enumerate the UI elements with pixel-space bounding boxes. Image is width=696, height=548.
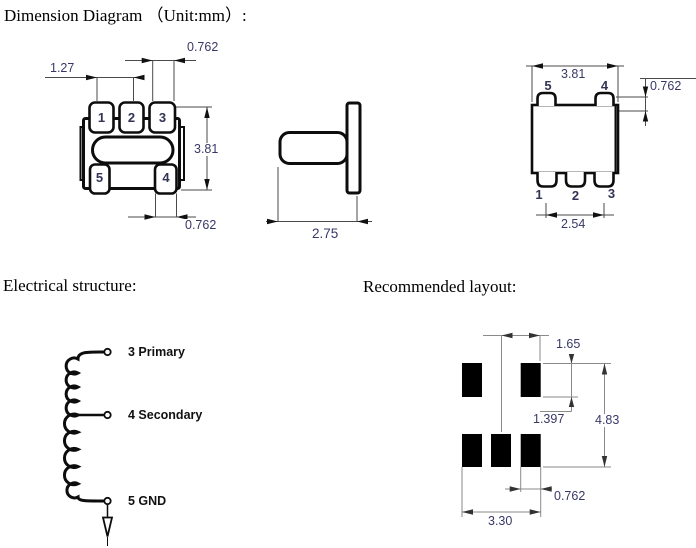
layout-pad-top-right: [520, 363, 541, 397]
pin3-bump: [593, 172, 615, 188]
tap-label-secondary: 4 Secondary: [128, 408, 203, 422]
tap-label-primary: 3 Primary: [128, 345, 185, 359]
bottom-view-pin-5: 5: [544, 78, 552, 93]
side-flange: [345, 101, 362, 195]
pin-number-1: 1: [97, 110, 106, 125]
tap-label-gnd: 5 GND: [128, 494, 167, 508]
dim-bottom-view-width: 3.81: [560, 67, 587, 81]
pin5-pad: [88, 163, 111, 195]
bottom-view-pin-1: 1: [535, 187, 543, 202]
layout-drawing: [461, 332, 611, 517]
layout-pad-top-left: [462, 363, 482, 397]
bottom-view-body: [530, 103, 620, 175]
layout-dimension-lines: [461, 332, 611, 517]
side-view-drawing: [266, 101, 372, 225]
dim-width-2_75: 2.75: [311, 226, 340, 241]
pin3-pad: [148, 101, 177, 134]
tap-terminal-primary: [103, 347, 112, 357]
bottom-view-dimension-lines: [526, 63, 696, 218]
pin4-bump: [594, 91, 615, 106]
tap-terminal-gnd: [103, 496, 112, 506]
electrical-structure-heading: Electrical structure:: [3, 276, 137, 295]
dim-layout-1_65: 1.65: [555, 337, 582, 351]
pin-number-4: 4: [162, 170, 170, 185]
top-view-drawing: [45, 57, 212, 220]
gnd-arrow: [101, 516, 114, 537]
pin4-pad: [153, 163, 178, 195]
pin-number-5: 5: [95, 170, 104, 185]
side-view-dimension-lines: [266, 167, 372, 225]
dim-pin-width-bottom: 0.762: [184, 218, 218, 232]
coil-winding: [63, 350, 105, 503]
dim-height-3_81: 3.81: [193, 142, 220, 156]
dim-pitch-1_27: 1.27: [49, 61, 76, 75]
dim-pin-width-top: 0.762: [186, 40, 220, 54]
dim-layout-0_762: 0.762: [553, 489, 587, 503]
bottom-view-pin-4: 4: [600, 78, 609, 93]
dim-bottom-view-pin-height: 0.762: [649, 79, 683, 93]
layout-pad-bottom-right: [520, 434, 541, 467]
pin1-bump: [536, 172, 558, 188]
layout-pad-bottom-middle: [491, 434, 511, 467]
page-title: Dimension Diagram （Unit:mm）:: [4, 6, 247, 25]
pin-number-3: 3: [158, 110, 167, 125]
tap-terminal-secondary: [103, 410, 112, 420]
electrical-structure-drawing: [63, 347, 114, 546]
bottom-view-drawing: [526, 63, 696, 218]
pin1-pad: [88, 101, 115, 134]
recommended-layout-heading: Recommended layout:: [363, 277, 517, 296]
bottom-view-pin-2: 2: [571, 188, 580, 203]
dim-bottom-view-pitch: 2.54: [560, 217, 587, 231]
dim-layout-4_83: 4.83: [594, 413, 621, 427]
layout-pad-bottom-left: [462, 434, 482, 467]
dim-layout-1_397: 1.397: [532, 412, 566, 426]
pin2-bump: [564, 172, 587, 188]
bottom-view-pin-3: 3: [607, 186, 616, 201]
dim-layout-3_30: 3.30: [487, 514, 514, 528]
pin-number-2: 2: [127, 110, 136, 125]
side-body: [278, 131, 349, 165]
pin2-pad: [118, 101, 145, 134]
winding-window: [91, 135, 175, 165]
pin5-bump: [536, 91, 557, 106]
